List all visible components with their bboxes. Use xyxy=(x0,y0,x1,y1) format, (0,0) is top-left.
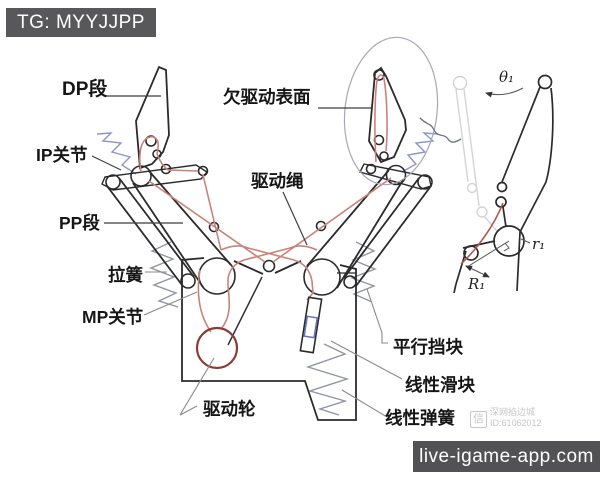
joint-detail-ghost xyxy=(452,75,498,232)
right-ip-spring xyxy=(401,132,439,173)
watermark-badge-top-left: TG: MYYJJPP xyxy=(6,8,156,37)
right-knuckle-bar xyxy=(358,163,432,190)
right-finger-joints xyxy=(303,69,433,296)
left-pp-link-inner xyxy=(132,170,232,288)
label-dp-segment: DP段 xyxy=(62,77,108,100)
left-knuckle-bar xyxy=(101,164,209,191)
center-pulley xyxy=(262,259,276,273)
right-mp-joint-circle xyxy=(303,258,341,296)
leader-lines-gray xyxy=(143,271,403,418)
leader-lines-dark xyxy=(91,95,371,246)
left-finger xyxy=(101,65,232,288)
palm-outline xyxy=(181,257,357,421)
label-linear-spring: 线性弹簧 xyxy=(385,408,455,428)
badge-top-left-text: TG: MYYJJPP xyxy=(17,11,145,33)
left-ip-spring xyxy=(96,132,137,175)
label-pp-segment: PP段 xyxy=(59,213,100,233)
label-r1: r₁ xyxy=(532,235,545,253)
label-drive-rope: 驱动绳 xyxy=(251,171,304,191)
theta-rotation-arrow xyxy=(485,87,524,98)
left-mp-joint-circle xyxy=(198,257,236,295)
ip-springs-blue xyxy=(96,132,439,175)
left-pp-link-outer xyxy=(106,177,195,286)
watermark-badge-bottom-right: live-igame-app.com xyxy=(413,441,600,472)
label-linear-slider: 线性滑块 xyxy=(405,375,475,395)
annotation-ellipse xyxy=(343,36,439,186)
drive-wheel-circle xyxy=(195,326,239,370)
watermark-line2: ID:61062012 xyxy=(490,418,542,428)
badge-bottom-right-text: live-igame-app.com xyxy=(419,445,594,467)
label-R1: R₁ xyxy=(467,275,485,293)
label-ip-joint: IP关节 xyxy=(36,145,88,165)
watermark-logo-icon: 信 xyxy=(470,411,487,428)
label-drive-wheel: 驱动轮 xyxy=(203,399,256,419)
joint-detail-rope xyxy=(460,202,504,265)
drive-rope-path xyxy=(139,74,392,333)
label-parallel-stop: 平行挡块 xyxy=(393,337,463,357)
label-tension-spring: 拉簧 xyxy=(108,265,143,285)
watermark-line1: 深网掐边城 xyxy=(490,407,536,417)
right-finger xyxy=(306,66,432,289)
left-dp-segment-shape xyxy=(135,65,170,170)
source-watermark: 信 深网掐边城 ID:61062012 xyxy=(470,407,542,429)
label-mp-joint: MP关节 xyxy=(82,307,143,327)
right-pp-link-outer xyxy=(343,177,432,287)
right-tension-spring xyxy=(350,241,377,303)
label-theta1: θ₁ xyxy=(499,68,514,86)
joint-detail-dimensions xyxy=(465,87,531,278)
right-pp-link-inner xyxy=(306,169,404,289)
gray-springs xyxy=(149,241,377,416)
linear-slider-block xyxy=(299,296,323,354)
label-underactuated-surface: 欠驱动表面 xyxy=(223,87,311,107)
joint-detail-links xyxy=(453,74,554,294)
linear-spring-coil xyxy=(305,343,350,416)
squiggle-connector xyxy=(419,117,462,143)
